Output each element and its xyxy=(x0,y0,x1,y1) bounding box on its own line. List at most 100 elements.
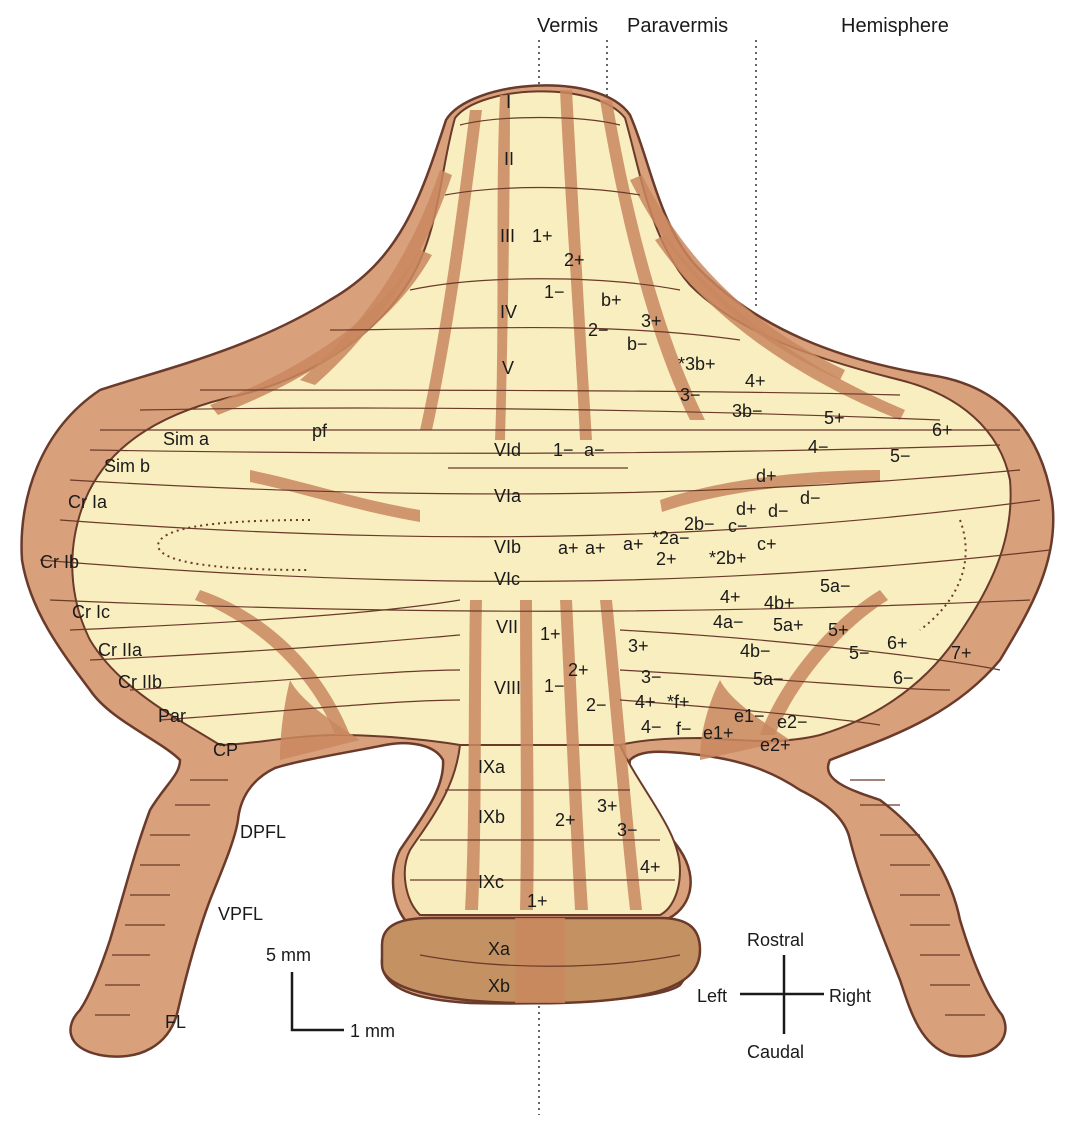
scale-bar-lines xyxy=(290,972,344,1032)
zone-label: *f+ xyxy=(667,692,690,712)
lobule-label: VII xyxy=(496,617,518,637)
zone-label: 2b− xyxy=(684,514,715,534)
side-label: VPFL xyxy=(218,904,263,924)
side-labels: pf Sim a Sim b Cr Ia Cr Ib Cr Ic Cr IIa … xyxy=(40,421,328,1032)
zone-label: 4+ xyxy=(640,857,661,877)
zebrin-stripes xyxy=(195,90,905,910)
zone-label: d+ xyxy=(756,466,777,486)
lobule-label: VIc xyxy=(494,569,520,589)
lobule-labels: I II III IV V VId VIa VIb VIc VII VIII I… xyxy=(478,92,522,996)
zone-label: 1− xyxy=(553,440,574,460)
compass-left: Left xyxy=(697,986,727,1006)
zone-label: a+ xyxy=(585,538,606,558)
compass-right: Right xyxy=(829,986,871,1006)
zone-label: d− xyxy=(768,501,789,521)
zone-label: 3+ xyxy=(641,311,662,331)
compass-rostral: Rostral xyxy=(747,930,804,950)
lobule-label: IXa xyxy=(478,757,506,777)
zone-label: 2+ xyxy=(656,549,677,569)
zone-label: c+ xyxy=(757,534,777,554)
lobule-label: VIII xyxy=(494,678,521,698)
zone-label: 4− xyxy=(808,437,829,457)
lobule-label: V xyxy=(502,358,514,378)
zone-label: 3− xyxy=(641,667,662,687)
zone-label: 6− xyxy=(893,668,914,688)
zone-label: 2− xyxy=(586,695,607,715)
lobule-label: Xb xyxy=(488,976,510,996)
zone-label: 2+ xyxy=(568,660,589,680)
zone-label: 5+ xyxy=(824,408,845,428)
zone-label: 1+ xyxy=(527,891,548,911)
zone-label: c− xyxy=(728,516,748,536)
zone-label: 3+ xyxy=(597,796,618,816)
scale-bar-horizontal-label: 1 mm xyxy=(350,1021,395,1041)
side-label: Par xyxy=(158,706,186,726)
side-label: Sim a xyxy=(163,429,210,449)
side-label: Cr IIb xyxy=(118,672,162,692)
nodulus-center-stripe xyxy=(515,918,565,1003)
lobule-label: VIb xyxy=(494,537,521,557)
zone-label: b− xyxy=(627,334,648,354)
lobule-label: Xa xyxy=(488,939,511,959)
zone-label: e2+ xyxy=(760,735,791,755)
lobule-label: IV xyxy=(500,302,517,322)
zone-label: 4a− xyxy=(713,612,744,632)
zone-label: d+ xyxy=(736,499,757,519)
zone-label: 1+ xyxy=(540,624,561,644)
side-label: Cr Ia xyxy=(68,492,108,512)
left-dotted-boundary xyxy=(156,519,311,571)
scale-bar-vertical-label: 5 mm xyxy=(266,945,311,965)
zone-label: *2b+ xyxy=(709,548,747,568)
zone-label: 3− xyxy=(617,820,638,840)
zone-label: 3+ xyxy=(628,636,649,656)
zone-label: b+ xyxy=(601,290,622,310)
right-dotted-boundary xyxy=(919,519,967,631)
zone-label: 5− xyxy=(849,643,870,663)
zone-label: 5− xyxy=(890,446,911,466)
zone-label: 5+ xyxy=(828,620,849,640)
lobule-label: VId xyxy=(494,440,521,460)
zone-label: a+ xyxy=(558,538,579,558)
zone-label: 5a+ xyxy=(773,615,804,635)
side-label: Cr IIa xyxy=(98,640,143,660)
zone-label: 4b+ xyxy=(764,593,795,613)
side-label: FL xyxy=(165,1012,186,1032)
zone-label: 1− xyxy=(544,282,565,302)
lobule-boundaries xyxy=(39,116,1051,967)
zone-label: 4+ xyxy=(745,371,766,391)
compass-caudal: Caudal xyxy=(747,1042,804,1062)
zone-labels: 1+ 2+ 1− b+ 3+ 2− b− *3b+ 4+ 3− 3b− 5+ 6… xyxy=(527,226,972,911)
zone-label: f− xyxy=(676,719,692,739)
zone-label: 6+ xyxy=(887,633,908,653)
zone-label: 3b− xyxy=(732,401,763,421)
cerebellum-core xyxy=(71,90,1012,747)
lobule-label: III xyxy=(500,226,515,246)
zone-label: 2+ xyxy=(555,810,576,830)
zone-label: 4− xyxy=(641,717,662,737)
zone-label: *3b+ xyxy=(678,354,716,374)
side-label: Cr Ib xyxy=(40,552,79,572)
side-label: CP xyxy=(213,740,238,760)
zone-label: 2− xyxy=(588,320,609,340)
side-label: Cr Ic xyxy=(72,602,110,622)
zone-label: 7+ xyxy=(951,643,972,663)
zone-label: 4+ xyxy=(635,692,656,712)
zone-label: 5a− xyxy=(753,669,784,689)
column-paravermis: Paravermis xyxy=(627,15,728,37)
zone-label: 3− xyxy=(680,385,701,405)
side-label: Sim b xyxy=(104,456,150,476)
lobule-label: IXb xyxy=(478,807,505,827)
lobule-label: II xyxy=(504,149,514,169)
zone-label: 4+ xyxy=(720,587,741,607)
zone-label: d− xyxy=(800,488,821,508)
orientation-compass: Rostral Caudal Left Right xyxy=(697,930,871,1062)
zone-label: 4b− xyxy=(740,641,771,661)
zone-label: 1+ xyxy=(532,226,553,246)
zone-label: 6+ xyxy=(932,420,953,440)
lobule-label: VIa xyxy=(494,486,522,506)
zone-label: a− xyxy=(584,440,605,460)
side-label: DPFL xyxy=(240,822,286,842)
scale-bar: 5 mm 1 mm xyxy=(266,945,395,1041)
zone-label: a+ xyxy=(623,534,644,554)
